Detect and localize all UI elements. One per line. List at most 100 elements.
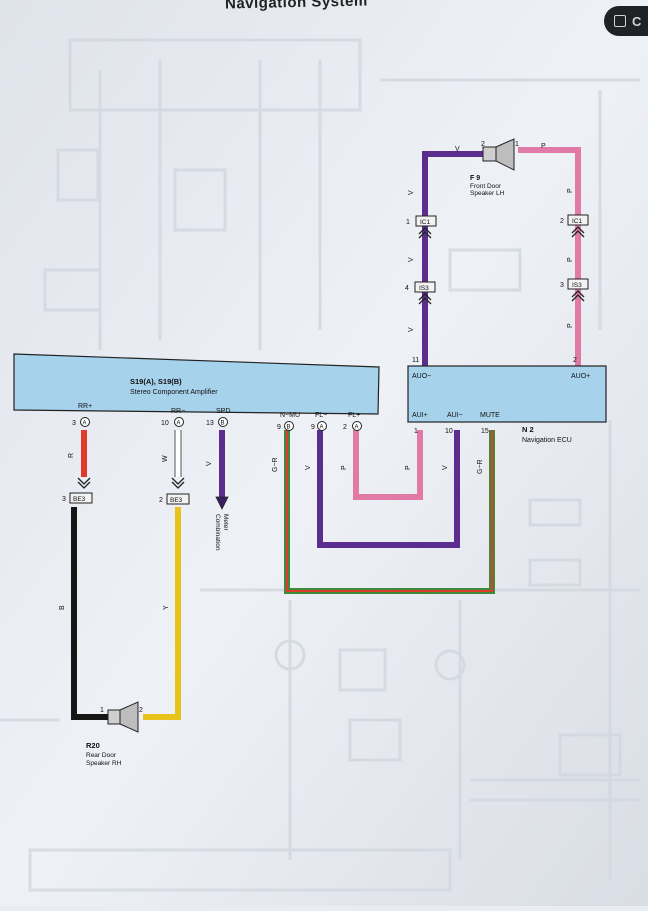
- amp-terminal-rr-plus: RR+ 3 A: [72, 403, 92, 427]
- front-door-speaker-icon: [482, 138, 515, 171]
- ecu-terminal-aui-minus: AUI−: [447, 412, 463, 419]
- svg-text:N−MU: N−MU: [280, 412, 300, 419]
- code-pink-2: P: [567, 257, 574, 262]
- ecu-pin-15: 15: [481, 428, 489, 435]
- code-pink-fl: P: [341, 465, 348, 470]
- amp-terminal-fl-minus: FL− 9 A: [311, 412, 327, 431]
- wire-violet-auo-minus: [422, 151, 483, 366]
- code-violet-3: V: [408, 327, 415, 332]
- svg-text:BE3: BE3: [73, 496, 86, 503]
- code-black: B: [59, 605, 66, 610]
- code-violet-fl: V: [305, 465, 312, 470]
- ecu-pin-2: 2: [573, 357, 577, 364]
- svg-text:A: A: [355, 425, 359, 431]
- amplifier-code: S19(A), S19(B): [130, 377, 182, 386]
- code-pink-1: P: [567, 188, 574, 193]
- svg-text:2: 2: [343, 424, 347, 431]
- stereo-amplifier-box: [13, 353, 380, 415]
- ecu-name: Navigation ECU: [522, 437, 572, 444]
- wire-yellow-rear: [143, 507, 181, 720]
- wire-green-red-mute-stripe: [286, 430, 493, 592]
- svg-text:9: 9: [311, 424, 315, 431]
- ecu-terminal-mute: MUTE: [480, 412, 500, 419]
- ecu-pin-10: 10: [445, 428, 453, 435]
- svg-text:A: A: [320, 425, 324, 431]
- amp-terminal-fl-plus: FL+ 2 A: [343, 412, 362, 431]
- svg-text:BE3: BE3: [170, 497, 183, 504]
- svg-text:B: B: [221, 421, 225, 427]
- svg-text:2: 2: [159, 497, 163, 504]
- code-red: R: [68, 453, 75, 458]
- front-speaker-code: F 9: [470, 175, 480, 182]
- destination-label-1: Combination: [214, 514, 221, 551]
- junction-ic1-left: IC1 1: [406, 215, 437, 239]
- rear-speaker-label-2: Speaker RH: [86, 760, 122, 767]
- code-violet-aui: V: [442, 465, 449, 470]
- wire-black-rear: [71, 507, 108, 720]
- junction-is3-left: IS3 4: [405, 281, 436, 305]
- code-violet-spd: V: [206, 461, 213, 466]
- svg-text:RR+: RR+: [78, 403, 92, 410]
- svg-text:IS3: IS3: [572, 282, 582, 289]
- svg-text:13: 13: [206, 420, 214, 427]
- code-white: W: [162, 455, 169, 462]
- code-pink-aui: P: [405, 465, 412, 470]
- svg-text:FL−: FL−: [315, 412, 327, 419]
- code-green-red-left: G−R: [272, 457, 279, 472]
- code-pink-3: P: [567, 323, 574, 328]
- lens-icon: [614, 15, 626, 27]
- svg-text:9: 9: [277, 424, 281, 431]
- front-speaker-pin-2: 2: [481, 141, 485, 148]
- code-violet-2: V: [408, 257, 415, 262]
- svg-text:2: 2: [560, 218, 564, 225]
- front-speaker-pin-1: 1: [515, 141, 519, 148]
- destination-label-2: Meter: [222, 514, 229, 531]
- amp-terminal-n-mu: N−MU 9 B: [277, 412, 300, 431]
- rear-speaker-pin-1: 1: [100, 707, 104, 714]
- code-pink-top: P: [541, 143, 546, 150]
- svg-text:SPD: SPD: [216, 408, 230, 415]
- wire-violet-aui-minus: [317, 430, 460, 548]
- arrow-to-combination-meter-icon: [215, 496, 229, 510]
- amplifier-name: Stereo Component Amplifier: [130, 389, 218, 396]
- show-through-background: [0, 38, 640, 892]
- junction-is3-right: IS3 3: [560, 278, 589, 302]
- amp-terminal-rr-minus: RR− 10 A: [161, 408, 185, 427]
- wire-pink-auo-plus: [518, 147, 581, 366]
- svg-text:B: B: [287, 425, 291, 431]
- ecu-terminal-aui-plus: AUI+: [412, 412, 428, 419]
- rear-speaker-code: R20: [86, 741, 100, 750]
- wire-pink-aui-plus: [353, 430, 423, 500]
- svg-text:3: 3: [72, 420, 76, 427]
- ecu-pin-1: 1: [414, 428, 418, 435]
- code-violet-top: V: [455, 146, 460, 153]
- ecu-pin-11: 11: [412, 357, 419, 364]
- rear-door-speaker-icon: [107, 701, 139, 733]
- lens-glyph: C: [632, 13, 642, 29]
- svg-text:A: A: [83, 421, 87, 427]
- svg-text:IS3: IS3: [419, 285, 429, 292]
- lens-button[interactable]: C: [604, 6, 648, 36]
- svg-text:IC1: IC1: [420, 219, 431, 226]
- svg-text:1: 1: [406, 219, 410, 226]
- ecu-code: N 2: [522, 425, 534, 434]
- svg-text:10: 10: [161, 420, 169, 427]
- junction-be3-right: BE3 2: [159, 477, 190, 505]
- code-violet-1: V: [408, 190, 415, 195]
- rear-speaker-label-1: Rear Door: [86, 752, 117, 759]
- code-green-red-right: G−R: [477, 459, 484, 474]
- ecu-terminal-auo-plus: AUO+: [571, 373, 590, 380]
- svg-text:RR−: RR−: [171, 408, 185, 415]
- junction-ic1-right: IC1 2: [560, 214, 589, 238]
- svg-text:A: A: [177, 421, 181, 427]
- navigation-ecu-box: [407, 365, 607, 423]
- front-speaker-label-2: Speaker LH: [470, 190, 505, 197]
- front-speaker-label-1: Front Door: [470, 183, 502, 190]
- svg-text:4: 4: [405, 285, 409, 292]
- ecu-terminal-auo-minus: AUO−: [412, 373, 431, 380]
- svg-text:IC1: IC1: [572, 218, 583, 225]
- svg-text:FL+: FL+: [348, 412, 360, 419]
